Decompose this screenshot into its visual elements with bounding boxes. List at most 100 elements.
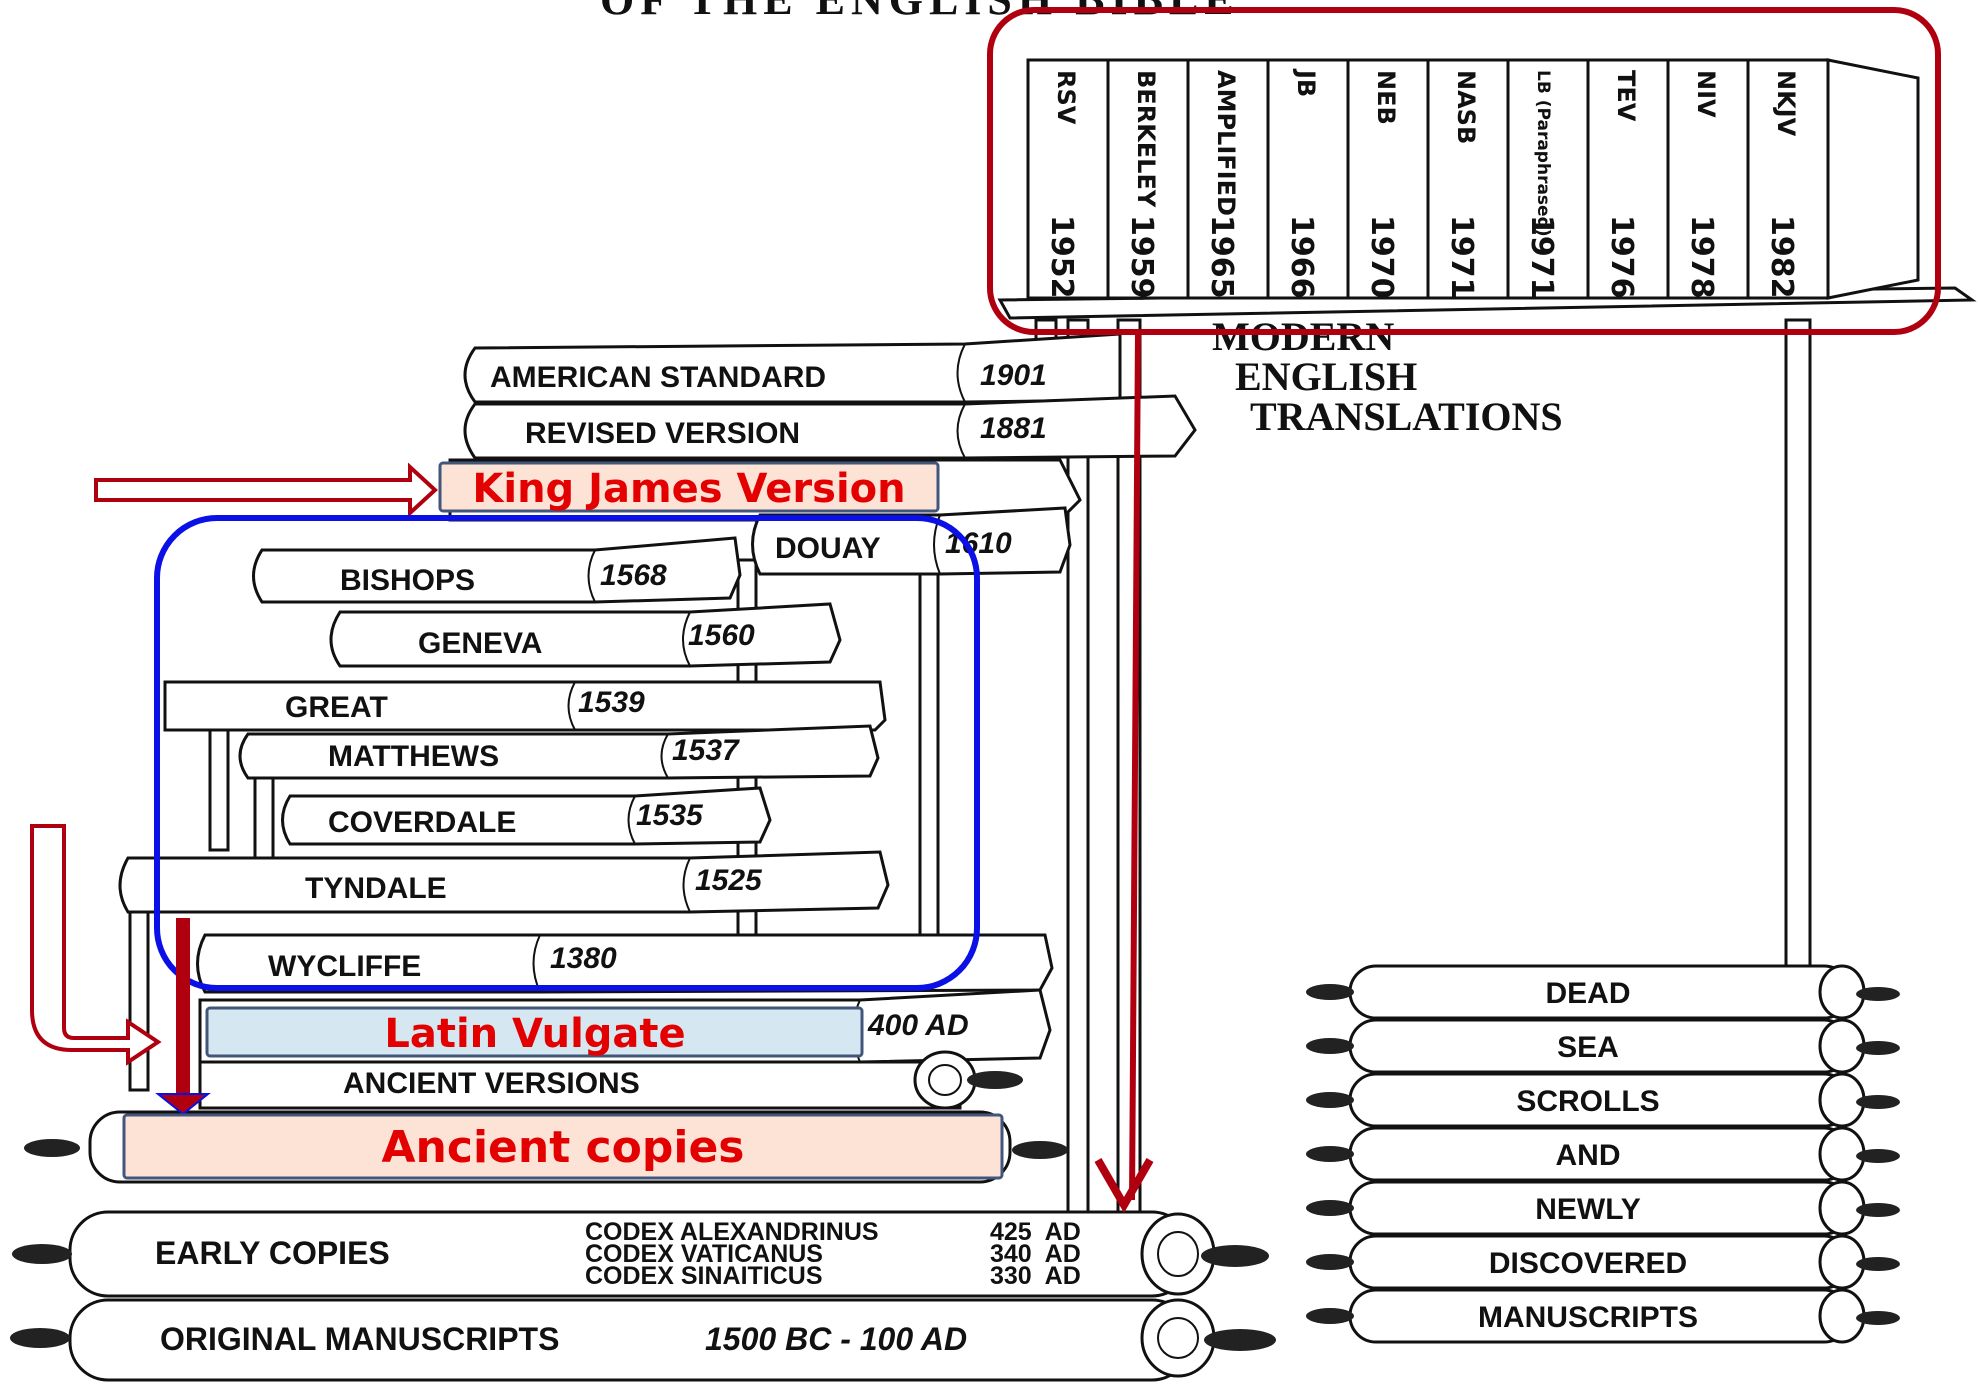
book-label-ancient-versions: ANCIENT VERSIONS [343, 1067, 640, 1100]
modern-year-nasb: 1971 [1444, 215, 1479, 299]
modern-book-amplified [1186, 58, 1270, 300]
book-great [163, 680, 887, 732]
book-year-latin-vulgate: 400 AD [867, 1009, 969, 1042]
book-tyndale-curve [682, 857, 691, 913]
modern-label-rsv: RSV [1052, 70, 1080, 125]
scroll-dss-handle-l5 [1306, 1254, 1354, 1270]
modern-year-lb: 1971 [1524, 215, 1559, 299]
dss-label-0: DEAD [1545, 977, 1630, 1010]
reformation-group-box [154, 515, 980, 991]
book-bishops-curve [587, 549, 596, 603]
modern-book-tev [1586, 58, 1670, 300]
dss-label-1: SEA [1557, 1031, 1619, 1064]
scroll-ring-original [1157, 1317, 1199, 1359]
scroll-dss-handle-r0 [1856, 987, 1900, 1001]
scroll-dss-handle-l0 [1306, 984, 1354, 1000]
book-year-bishops: 1568 [600, 559, 667, 592]
book-year-american-standard: 1901 [980, 359, 1047, 392]
codex-alexandrinus: CODEX ALEXANDRINUS [585, 1218, 879, 1246]
scroll-handle-early-copies-right [1201, 1245, 1269, 1267]
vulgate-highlight-box [205, 1006, 864, 1058]
scroll-dss-handle-l6 [1306, 1308, 1354, 1324]
scroll-dss-handle-r1 [1856, 1041, 1900, 1055]
dss-label-6: MANUSCRIPTS [1478, 1301, 1698, 1334]
book-tyndale [118, 850, 890, 914]
dead-sea-scrolls-stack: DEAD SEA SCROLLS AND NEWLY DISCOVERED MA… [1306, 964, 1900, 1344]
copies-down-arrow-head [155, 1093, 211, 1116]
modern-year-jb: 1966 [1284, 215, 1319, 299]
shelf-post-left-a [208, 718, 230, 852]
modern-book-jb [1266, 58, 1350, 300]
scroll-dss-handle-r4 [1856, 1203, 1900, 1217]
modern-down-arrow-line [1129, 331, 1141, 1201]
modern-book-berkeley [1106, 58, 1190, 300]
book-label-revised-version: REVISED VERSION [525, 417, 800, 450]
modern-year-niv: 1978 [1684, 215, 1719, 299]
original-manuscripts-label: ORIGINAL MANUSCRIPTS [160, 1321, 559, 1357]
dss-label-2: SCROLLS [1516, 1085, 1659, 1118]
book-ancient-versions [198, 1060, 962, 1110]
book-year-great: 1539 [578, 686, 645, 719]
scroll-end-ancient-versions [913, 1050, 977, 1110]
book-year-matthews: 1537 [672, 734, 740, 767]
book-label-matthews: MATTHEWS [328, 740, 499, 773]
book-matthews-curve [660, 733, 669, 779]
book-revised-version-curve [956, 403, 966, 459]
scroll-ring-ancient-versions [928, 1064, 962, 1096]
codex-vaticanus: CODEX VATICANUS [585, 1240, 823, 1268]
modern-book-rsv [1026, 58, 1110, 300]
scroll-end-original [1140, 1298, 1216, 1378]
scroll-handle-original-left [10, 1328, 70, 1348]
original-manuscripts-date: 1500 BC - 100 AD [705, 1321, 967, 1357]
modern-book-cover-end [1826, 58, 1920, 300]
book-matthews [238, 724, 880, 780]
book-great-curve [567, 681, 576, 731]
modern-year-amplified: 1965 [1204, 215, 1239, 299]
modern-year-berkeley: 1959 [1124, 215, 1159, 299]
modern-book-nkjv [1746, 58, 1830, 300]
scroll-dss-handle-l3 [1306, 1146, 1354, 1162]
scroll-dss-handle-r6 [1856, 1311, 1900, 1325]
kjv-highlight-box [438, 461, 940, 513]
codex-alexandrinus-date: 425 AD [990, 1218, 1081, 1246]
codex-vaticanus-date: 340 AD [990, 1240, 1081, 1268]
modern-shelf-books: RSV 1952 BERKELEY 1959 AMPLIFIED 1965 JB… [1026, 58, 1920, 300]
modern-book-nasb [1426, 58, 1510, 300]
book-label-bishops: BISHOPS [340, 564, 475, 597]
shelf-post-right [1784, 318, 1812, 972]
modern-label-nasb: NASB [1452, 70, 1480, 144]
book-label-coverdale: COVERDALE [328, 806, 516, 839]
modern-group-box [987, 7, 1941, 335]
scroll-dss-handle-l4 [1306, 1200, 1354, 1216]
scroll-dss-handle-r2 [1856, 1095, 1900, 1109]
book-coverdale [281, 786, 772, 846]
modern-label-jb: JB [1292, 68, 1320, 97]
modern-year-tev: 1976 [1604, 215, 1639, 299]
copies-down-arrow-shaft [176, 918, 190, 1096]
ancient-copies-highlight-box [122, 1113, 1004, 1180]
book-bishops [252, 536, 742, 604]
modern-year-nkjv: 1982 [1764, 215, 1799, 299]
modern-heading-line-2: ENGLISH [1235, 354, 1417, 399]
codex-sinaiticus-date: 330 AD [990, 1262, 1081, 1290]
modern-down-arrow-head [1094, 1157, 1154, 1213]
scroll-handle-original-right [1204, 1329, 1276, 1351]
book-label-great: GREAT [285, 691, 388, 724]
book-label-tyndale: TYNDALE [305, 872, 447, 905]
book-label-geneva: GENEVA [418, 627, 542, 660]
modern-year-rsv: 1952 [1044, 215, 1079, 299]
ancient-copies-label: Ancient copies [382, 1122, 745, 1173]
scroll-handle-ancient-copies-left [24, 1139, 80, 1157]
book-year-geneva: 1560 [688, 619, 755, 652]
scroll-dss-handle-l1 [1306, 1038, 1354, 1054]
dss-label-3: AND [1556, 1139, 1621, 1172]
modern-book-neb [1346, 58, 1430, 300]
scroll-handle-ancient-copies-right [1012, 1141, 1068, 1159]
modern-label-nkjv: NKJV [1772, 70, 1800, 137]
book-label-american-standard: AMERICAN STANDARD [490, 361, 826, 394]
book-american-standard-curve [956, 343, 966, 403]
book-american-standard [463, 332, 1122, 404]
early-copies-label: EARLY COPIES [155, 1235, 390, 1271]
